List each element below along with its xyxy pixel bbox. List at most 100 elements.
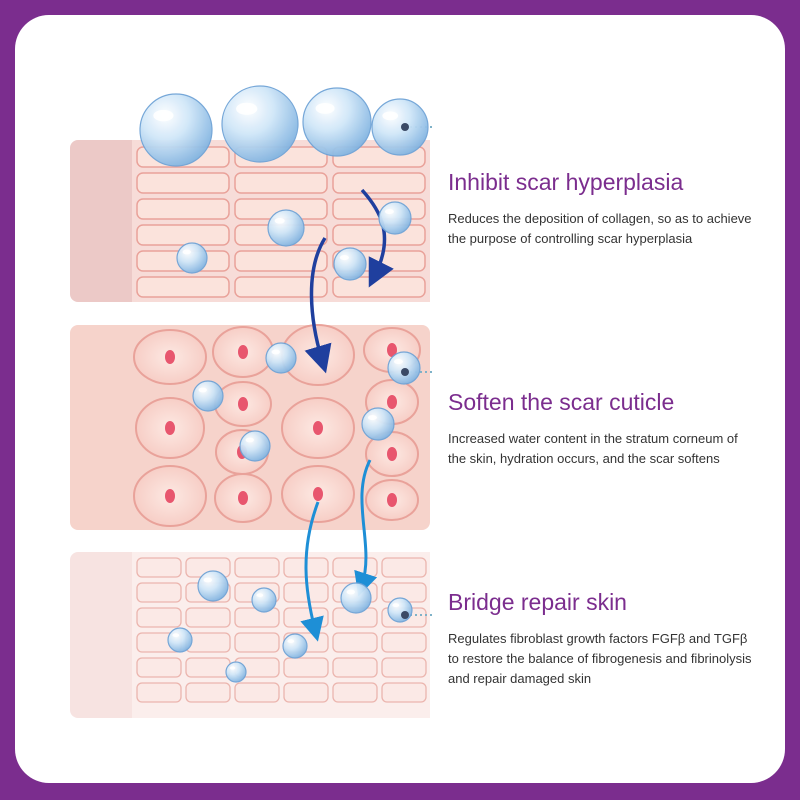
cell [332,657,378,678]
droplet-highlight [182,249,191,255]
arrow-icon [300,501,324,642]
cell [381,632,427,653]
droplet-highlight [256,593,264,598]
cell [136,657,182,678]
water-droplet-icon [387,351,421,385]
nucleus-icon [387,493,397,507]
droplet-highlight [274,217,285,224]
droplet-highlight [203,577,212,583]
cell [136,276,230,298]
cell [332,557,378,578]
arrow-icon [354,459,378,597]
droplet-highlight [384,209,394,215]
water-droplet-icon [221,85,299,163]
nucleus-icon [313,421,323,435]
cell [283,682,329,703]
droplet-highlight [287,639,295,644]
cell [234,632,280,653]
nucleus-icon [165,350,175,364]
section-body: Regulates fibroblast growth factors FGFβ… [448,631,752,687]
water-droplet-icon [282,633,308,659]
connector-dot [401,611,409,619]
cell [185,682,231,703]
nucleus-icon [238,345,248,359]
nucleus-icon [238,397,248,411]
cell [283,607,329,628]
connector-dot [401,368,409,376]
droplet-highlight [367,415,377,421]
section-repair: Bridge repair skin Regulates fibroblast … [448,589,758,689]
section-body: Increased water content in the stratum c… [448,431,738,467]
water-droplet-icon [387,597,413,623]
water-droplet-icon [139,93,213,167]
droplet-highlight [153,109,174,122]
water-droplet-icon [302,87,372,157]
water-droplet-icon [176,242,208,274]
water-droplet-icon [361,407,395,441]
cell [381,557,427,578]
cell [136,582,182,603]
cell [234,172,328,194]
section-body: Reduces the deposition of collagen, so a… [448,211,752,247]
cell [332,224,426,246]
cell [234,557,280,578]
water-droplet-icon [239,430,271,462]
cell [283,657,329,678]
cell [234,607,280,628]
cell [332,632,378,653]
cell [185,632,231,653]
nucleus-icon [165,489,175,503]
droplet-highlight [198,387,207,393]
droplet-highlight [315,102,335,114]
arrow-icon [304,237,332,374]
cell [136,607,182,628]
water-droplet-icon [340,582,372,614]
water-droplet-icon [265,342,297,374]
section-soften: Soften the scar cuticle Increased water … [448,389,758,469]
cell [136,198,230,220]
cell [136,224,230,246]
cell [185,657,231,678]
droplet-highlight [172,633,180,638]
droplet-highlight [339,255,349,261]
water-droplet-icon [167,627,193,653]
water-droplet-icon [192,380,224,412]
water-droplet-icon [371,98,429,156]
droplet-highlight [392,603,400,608]
section-title: Bridge repair skin [448,589,627,615]
cell [136,682,182,703]
water-droplet-icon [333,247,367,281]
droplet-highlight [245,437,254,443]
cell [234,250,328,272]
section-title: Soften the scar cuticle [448,389,675,415]
cell [332,682,378,703]
water-droplet-icon [267,209,305,247]
nucleus-icon [387,395,397,409]
droplet-highlight [271,349,280,355]
cell [381,682,427,703]
nucleus-icon [387,343,397,357]
cell [332,172,426,194]
cell [136,557,182,578]
nucleus-icon [387,447,397,461]
water-droplet-icon [197,570,229,602]
nucleus-icon [238,491,248,505]
droplet-highlight [236,102,258,115]
connector-dot [401,123,409,131]
water-droplet-icon [378,201,412,235]
cell [185,607,231,628]
water-droplet-icon [225,661,247,683]
droplet-highlight [382,111,399,121]
nucleus-icon [313,487,323,501]
section-title: Inhibit scar hyperplasia [448,169,684,195]
droplet-highlight [393,359,403,365]
water-droplets [139,85,429,683]
section-inhibit: Inhibit scar hyperplasia Reduces the dep… [448,169,758,249]
droplet-highlight [229,666,236,670]
water-droplet-icon [251,587,277,613]
nucleus-icon [165,421,175,435]
cell [234,276,328,298]
cell [381,657,427,678]
droplet-highlight [346,589,355,595]
